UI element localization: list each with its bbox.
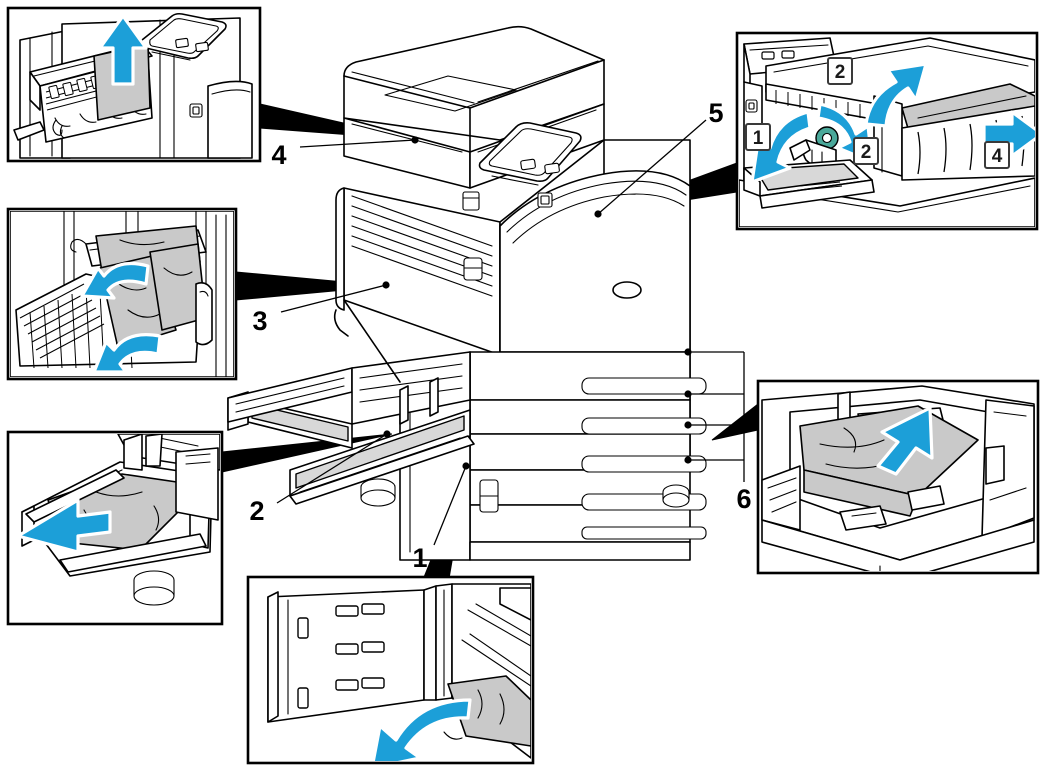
callout-label-6: 6 xyxy=(736,484,751,514)
arrow-open-feeder-cover xyxy=(750,110,812,184)
step-number-boxes: 1 2 2 4 xyxy=(745,57,1010,169)
step-label-1: 1 xyxy=(753,128,764,149)
callout-leaders xyxy=(276,119,745,546)
callout-label-1: 1 xyxy=(412,543,427,573)
panel-bottom-center xyxy=(246,575,535,765)
arrow-lift-inner-cover xyxy=(864,62,928,128)
callout-label-2: 2 xyxy=(249,496,264,526)
panel-bottom-left xyxy=(6,430,224,626)
panel-bottom-right xyxy=(756,379,1040,575)
panel-top-right: 1 2 2 4 xyxy=(735,31,1039,231)
step-label-2b: 2 xyxy=(861,142,872,163)
control-panel xyxy=(478,122,582,186)
callout-label-3: 3 xyxy=(252,306,267,336)
step-label-2a: 2 xyxy=(835,62,846,83)
panel-top-left xyxy=(6,6,262,163)
panel-left-middle xyxy=(6,207,238,381)
arrow-pull-paper-left xyxy=(16,498,112,554)
bypass-tray xyxy=(227,351,475,505)
arrow-pull-left-upper xyxy=(80,262,150,300)
arrow-lift-paper-out xyxy=(876,406,934,476)
callout-label-4: 4 xyxy=(271,140,286,170)
arrow-pull-paper-down-left xyxy=(371,698,472,761)
step-label-4: 4 xyxy=(992,146,1003,167)
callout-label-5: 5 xyxy=(708,98,723,128)
arrow-pull-left-lower xyxy=(92,333,162,374)
paper-tray-stack xyxy=(469,351,707,543)
arrow-lift-up xyxy=(98,14,148,86)
inset-control-panel xyxy=(141,12,227,61)
callout-numbers: 4 3 2 1 5 6 xyxy=(249,98,751,573)
